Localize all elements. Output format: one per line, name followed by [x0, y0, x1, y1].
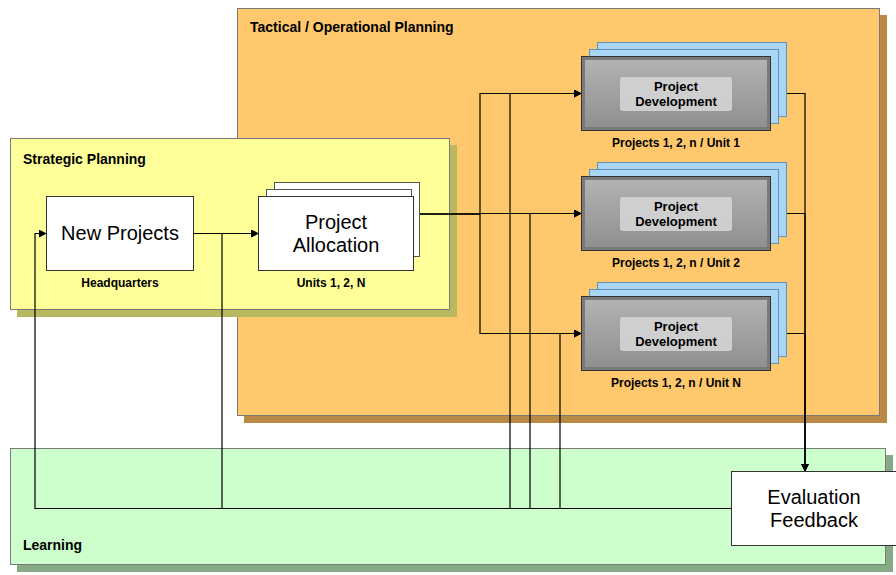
process-box: Evaluation Feedback: [731, 471, 896, 546]
process-box: New ProjectsHeadquarters: [46, 196, 194, 290]
unit-label: Projects 1, 2, n / Unit N: [581, 376, 771, 390]
development-box: Project Development: [581, 176, 771, 251]
development-box: Project Development: [581, 56, 771, 131]
connector-arrow: [771, 94, 805, 472]
process-box: Project Allocation: [258, 196, 414, 271]
box-text: Project Allocation: [259, 211, 413, 257]
process-box: New Projects: [46, 196, 194, 271]
learning-band: Learning Evaluation Feedback: [10, 448, 886, 565]
strategic-band: Strategic PlanningNew ProjectsHeadquarte…: [10, 138, 450, 310]
connector-arrow: [771, 334, 805, 472]
development-stack: Project DevelopmentProjects 1, 2, n / Un…: [581, 296, 771, 390]
development-stack: Project DevelopmentProjects 1, 2, n / Un…: [581, 176, 771, 270]
connector-arrow: [771, 214, 805, 472]
connector-arrow: [35, 234, 731, 509]
connector-arrow: [530, 214, 731, 509]
unit-label: Projects 1, 2, n / Unit 2: [581, 256, 771, 270]
connector-arrow: [510, 94, 731, 509]
development-stack: Project DevelopmentProjects 1, 2, n / Un…: [581, 56, 771, 150]
connector-arrow: [222, 234, 731, 509]
connector-arrow: [414, 213, 581, 215]
connector-arrow: [194, 233, 258, 234]
unit-label: Projects 1, 2, n / Unit 1: [581, 136, 771, 150]
development-box: Project Development: [581, 296, 771, 371]
box-text: Evaluation Feedback: [732, 486, 896, 532]
band-title: Strategic Planning: [23, 151, 146, 167]
box-text: Project Development: [620, 197, 732, 231]
feedback-box: Evaluation Feedback: [731, 471, 887, 546]
connector-arrow: [414, 214, 581, 334]
process-stack: Project AllocationUnits 1, 2, N: [258, 196, 404, 290]
connector-arrow: [560, 334, 731, 509]
band-title: Tactical / Operational Planning: [250, 19, 454, 35]
band-title: Learning: [23, 537, 82, 553]
box-text: Project Development: [620, 77, 732, 111]
unit-label: Units 1, 2, N: [258, 276, 404, 290]
box-text: New Projects: [55, 222, 185, 245]
box-text: Project Development: [620, 317, 732, 351]
unit-label: Headquarters: [46, 276, 194, 290]
connector-arrow: [414, 94, 581, 215]
